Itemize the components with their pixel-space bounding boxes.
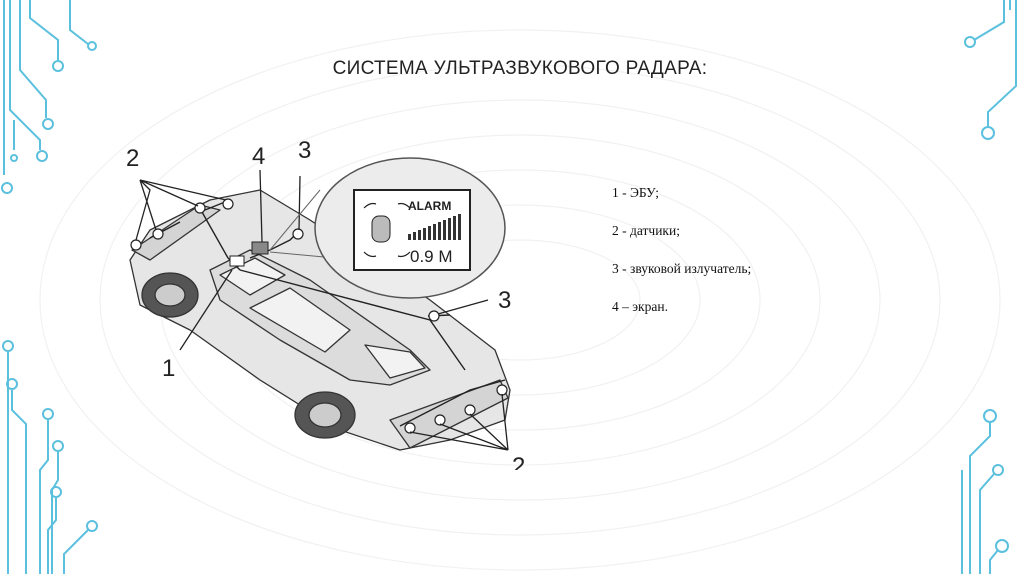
display-distance-text: 0.9 M xyxy=(410,247,453,266)
buzzer-rear xyxy=(429,311,439,321)
parking-display-panel: ALARM 0.9 M xyxy=(354,190,470,270)
circuit-decoration-top-right xyxy=(940,0,1024,160)
callout-display: 4 xyxy=(252,143,265,170)
legend-item-display: 4 – экран. xyxy=(612,299,892,315)
legend-item-buzzer: 3 - звуковой излучатель; xyxy=(612,261,892,277)
circuit-decoration-bottom-right xyxy=(940,400,1024,574)
legend-list: 1 - ЭБУ; 2 - датчики; 3 - звуковой излуч… xyxy=(612,185,892,337)
buzzer-front xyxy=(293,229,303,239)
car-parking-radar-diagram: 2 4 3 3 1 2 ALARM xyxy=(110,130,550,470)
display-car-icon xyxy=(372,216,390,242)
callout-buzzer-rear: 3 xyxy=(498,287,511,314)
circuit-decoration-top-left xyxy=(0,0,110,210)
page-title: СИСТЕМА УЛЬТРАЗВУКОВОГО РАДАРА: xyxy=(260,58,780,80)
cabin-display xyxy=(252,242,268,254)
callout-front-sensors: 2 xyxy=(126,145,139,172)
circuit-decoration-bottom-left xyxy=(0,300,110,574)
callout-rear-sensors: 2 xyxy=(512,453,525,470)
legend-item-sensors: 2 - датчики; xyxy=(612,223,892,239)
display-alarm-text: ALARM xyxy=(408,199,451,213)
callout-buzzer-front: 3 xyxy=(298,137,311,164)
callout-ecu: 1 xyxy=(162,355,175,382)
legend-item-ecu: 1 - ЭБУ; xyxy=(612,185,892,201)
ecu-box xyxy=(230,256,244,266)
